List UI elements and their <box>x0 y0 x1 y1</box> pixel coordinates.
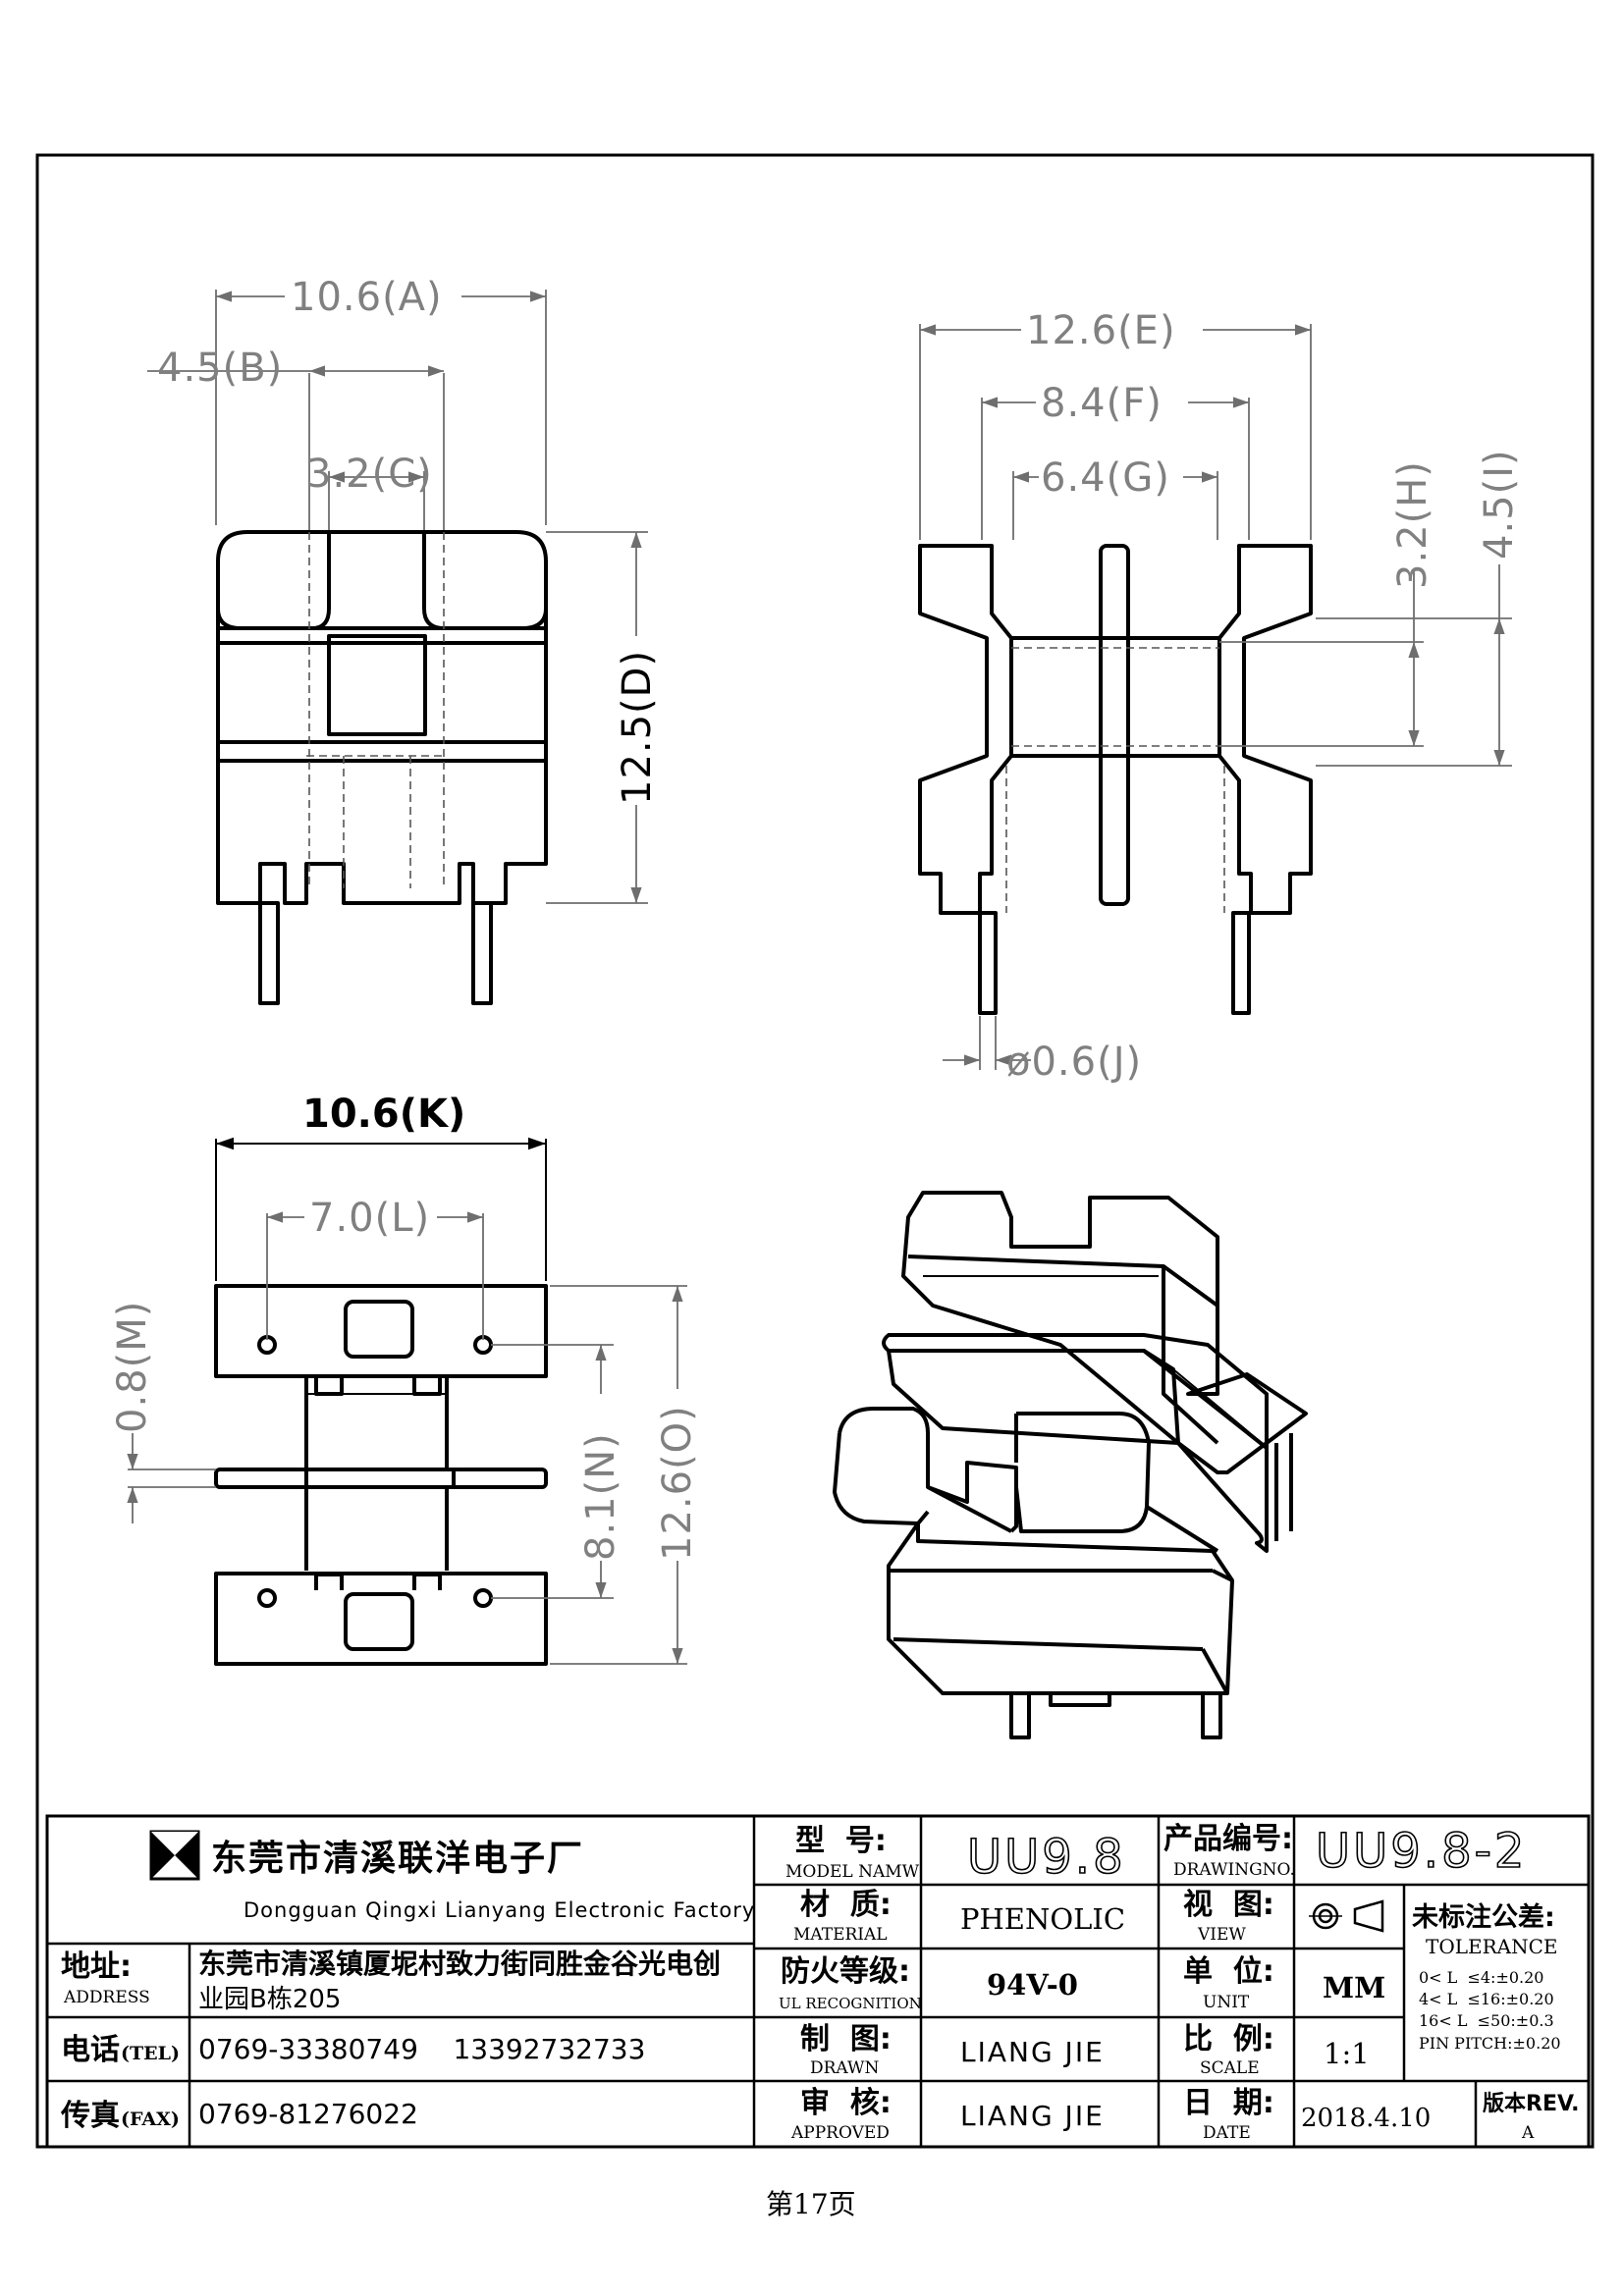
model-value: UU9.8 <box>967 1830 1126 1885</box>
drawn-value: LIANG JIE <box>960 2036 1105 2068</box>
drawingno-value: UU9.8-2 <box>1316 1824 1527 1879</box>
dim-e-label: 12.6(E) <box>1026 308 1176 353</box>
scale-label-en: SCALE <box>1200 2058 1260 2078</box>
tolerance-label-cn: 未标注公差: <box>1412 1901 1555 1933</box>
address-label-cn: 地址: <box>61 1949 132 1984</box>
dim-m-label: 0.8(M) <box>110 1301 155 1433</box>
company-name-en: Dongguan Qingxi Lianyang Electronic Fact… <box>243 1898 755 1922</box>
material-value: PHENOLIC <box>960 1902 1125 1936</box>
dim-n-label: 8.1(N) <box>578 1432 623 1561</box>
fax-label-en: (FAX) <box>121 2109 180 2130</box>
drawingno-label-cn: 产品编号: <box>1163 1822 1293 1856</box>
drawn-label-en: DRAWN <box>810 2058 879 2078</box>
tel-label-en: (TEL) <box>121 2043 180 2064</box>
dim-i-label: 4.5(I) <box>1477 449 1522 560</box>
isometric-view <box>833 1191 1308 1739</box>
model-label-cn: 型 号: <box>795 1824 887 1858</box>
date-label-en: DATE <box>1203 2123 1251 2143</box>
address-line2: 业园B栋205 <box>198 1985 341 2014</box>
view-label-en: VIEW <box>1197 1925 1246 1945</box>
date-label-cn: 日 期: <box>1183 2086 1274 2120</box>
page-number: 第17页 <box>766 2188 856 2220</box>
dim-o-label: 12.6(O) <box>655 1405 700 1561</box>
fire-value: 94V-0 <box>987 1968 1078 2002</box>
dim-g-label: 6.4(G) <box>1041 455 1170 501</box>
dim-d-label: 12.5(D) <box>615 650 660 805</box>
unit-value: MM <box>1323 1971 1385 2004</box>
material-label-cn: 材 质: <box>800 1888 892 1922</box>
approved-value: LIANG JIE <box>960 2100 1105 2132</box>
drawn-label-cn: 制 图: <box>800 2022 892 2056</box>
tolerance-line-2: 4< L ≤16:±0.20 <box>1419 1990 1554 2008</box>
address-line1: 东莞市清溪镇厦坭村致力街同胜金谷光电创 <box>198 1948 721 1980</box>
dim-l-label: 7.0(L) <box>309 1196 430 1241</box>
tolerance-line-3: 16< L ≤50:±0.3 <box>1419 2011 1554 2030</box>
unit-label-cn: 单 位: <box>1183 1954 1274 1989</box>
model-label-en: MODEL NAMW <box>785 1862 920 1882</box>
tolerance-line-4: PIN PITCH:±0.20 <box>1419 2034 1561 2053</box>
company-logo <box>149 1830 200 1881</box>
company-name-cn: 东莞市清溪联洋电子厂 <box>211 1839 584 1879</box>
drawingno-label-en: DRAWINGNO. <box>1173 1860 1295 1880</box>
fire-label-cn: 防火等级: <box>781 1954 910 1989</box>
fax-value: 0769-81276022 <box>198 2098 418 2130</box>
tel-label-cn: 电话 <box>61 2033 120 2067</box>
fire-label-en: UL RECOGNITION <box>779 1995 922 2012</box>
title-block: 东莞市清溪联洋电子厂 Dongguan Qingxi Lianyang Elec… <box>45 1814 1591 2149</box>
front-view: 10.6(A) 4.5(B) 3.2(C) 12.5(D) <box>147 275 660 1005</box>
dim-c-label: 3.2(C) <box>306 452 433 497</box>
tel-value: 0769-33380749 13392732733 <box>198 2033 645 2065</box>
dim-k-label: 10.6(K) <box>302 1092 465 1137</box>
dim-b-label: 4.5(B) <box>157 346 283 391</box>
dim-h-label: 3.2(H) <box>1390 460 1435 589</box>
scale-value: 1:1 <box>1324 2037 1370 2070</box>
tolerance-line-1: 0< L ≤4:±0.20 <box>1419 1968 1543 1987</box>
fax-label-cn: 传真 <box>60 2099 120 2133</box>
material-label-en: MATERIAL <box>793 1925 888 1945</box>
dim-f-label: 8.4(F) <box>1041 381 1163 426</box>
scale-label-cn: 比 例: <box>1183 2022 1274 2056</box>
projection-symbol-icon <box>1309 1899 1384 1933</box>
tolerance-label-en: TOLERANCE <box>1426 1935 1558 1958</box>
dim-j-label: ø0.6(J) <box>1006 1040 1142 1085</box>
approved-label-cn: 审 核: <box>800 2086 892 2120</box>
view-label-cn: 视 图: <box>1183 1888 1274 1922</box>
unit-label-en: UNIT <box>1203 1993 1250 2012</box>
approved-label-en: APPROVED <box>790 2123 890 2143</box>
dim-a-label: 10.6(A) <box>291 275 443 320</box>
side-view: 12.6(E) 8.4(F) 6.4(G) 3.2(H) 4.5(I) ø0.6… <box>918 308 1522 1085</box>
rev-value: A <box>1521 2123 1535 2143</box>
top-view: 10.6(K) 7.0(L) 0.8(M) 8.1(N) 12.6(O) <box>110 1092 700 1666</box>
address-label-en: ADDRESS <box>63 1988 150 2007</box>
date-value: 2018.4.10 <box>1301 2104 1431 2133</box>
rev-label: 版本REV. <box>1483 2092 1580 2116</box>
